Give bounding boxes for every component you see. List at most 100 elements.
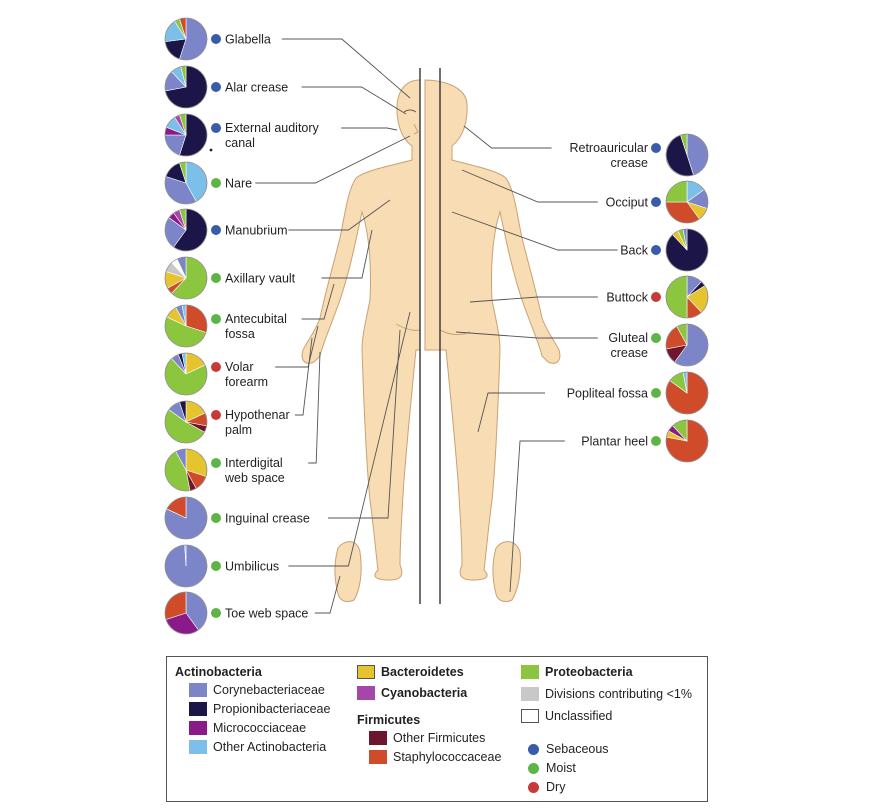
sebaceous-dot-icon	[528, 743, 539, 755]
buttock-pie	[665, 275, 709, 319]
umbilicus-pie	[164, 544, 208, 588]
left-foot-sole	[334, 541, 362, 603]
retroauricular-crease-sebaceous-dot-icon	[651, 143, 661, 153]
interdigital-web-space-label-line: Interdigital	[225, 456, 283, 470]
gluteal-crease-label-line: crease	[610, 346, 648, 360]
toe-web-space-pie-outline	[164, 591, 208, 635]
toe-web-space-leader-line	[314, 575, 341, 614]
site-popliteal-fossa: Popliteal fossa	[567, 371, 709, 415]
axillary-vault-moist-dot-icon	[211, 273, 221, 283]
antecubital-fossa-moist-dot-icon	[211, 314, 221, 324]
moist-dot-icon	[528, 762, 539, 774]
manubrium-pie-outline	[164, 208, 208, 252]
propionibacteriaceae-swatch	[189, 702, 207, 716]
volar-forearm-pie	[164, 352, 208, 396]
occiput-pie-outline	[665, 180, 709, 224]
corynebacteriaceae-swatch	[189, 683, 207, 697]
legend-minor-divisions-label: Divisions contributing <1%	[545, 687, 692, 701]
volar-forearm-leader-line	[275, 325, 319, 368]
gluteal-crease-label-line: Gluteal	[608, 331, 648, 345]
back-pie	[665, 228, 709, 272]
buttock-leader-line	[469, 296, 598, 303]
inguinal-crease-leader-line	[328, 329, 401, 519]
gluteal-crease-pie	[665, 323, 709, 367]
occiput-label-line: Occiput	[606, 196, 649, 210]
inguinal-crease-label-line: Inguinal crease	[225, 512, 310, 526]
legend-cyanobacteria-label: Cyanobacteria	[381, 686, 468, 700]
dry-dot-icon	[528, 781, 539, 793]
legend-staphylococcaceae: Staphylococcaceae	[369, 750, 501, 764]
inguinal-crease-pie-outline	[164, 496, 208, 540]
manubrium-leader-line	[288, 199, 391, 231]
nare-pie-outline	[164, 161, 208, 205]
legend-corynebacteriaceae: Corynebacteriaceae	[189, 683, 325, 697]
antecubital-fossa-pie	[164, 304, 208, 348]
external-auditory-canal-pie-outline	[164, 113, 208, 157]
plantar-heel-pie	[665, 419, 709, 463]
other-firmicutes-swatch	[369, 731, 387, 745]
legend-corynebacteriaceae-label: Corynebacteriaceae	[213, 683, 325, 697]
toe-web-space-pie	[164, 591, 208, 635]
groin-crease	[395, 323, 421, 331]
retroauricular-crease-label-line: Retroauricular	[569, 141, 648, 155]
manubrium-sebaceous-dot-icon	[211, 225, 221, 235]
volar-forearm-label-line: forearm	[225, 375, 268, 389]
plantar-heel-leader-line	[509, 440, 565, 593]
alar-crease-leader-line	[301, 86, 407, 115]
alar-crease-label-line: Alar crease	[225, 81, 288, 95]
gluteal-crease-leader-line	[455, 331, 598, 339]
legend-proteobacteria-label: Proteobacteria	[545, 665, 633, 679]
legend-moist: Moist	[525, 761, 576, 775]
hypothenar-palm-dry-dot-icon	[211, 410, 221, 420]
external-auditory-canal-label-line: External auditory	[225, 121, 320, 135]
umbilicus-label-line: Umbilicus	[225, 560, 279, 574]
axillary-vault-pie-outline	[164, 256, 208, 300]
external-auditory-canal-label-line: canal	[225, 136, 255, 150]
plantar-heel-pie-outline	[665, 419, 709, 463]
popliteal-fossa-moist-dot-icon	[651, 388, 661, 398]
back-sebaceous-dot-icon	[651, 245, 661, 255]
legend-dry-label: Dry	[546, 780, 566, 794]
legend-other-firmicutes-label: Other Firmicutes	[393, 731, 486, 745]
site-glabella: Glabella	[164, 17, 271, 61]
body-figure	[301, 68, 561, 604]
legend-cyanobacteria: Cyanobacteria	[357, 686, 467, 700]
gluteal-crease-pie-outline	[665, 323, 709, 367]
nare-moist-dot-icon	[211, 178, 221, 188]
back-leader-line	[451, 211, 618, 251]
site-toe-web-space: Toe web space	[164, 591, 308, 635]
glabella-label-line: Glabella	[225, 33, 271, 47]
legend-propionibacteriaceae: Propionibacteriaceae	[189, 702, 330, 716]
proteobacteria-swatch	[521, 665, 539, 679]
legend-other-actinobacteria-label: Other Actinobacteria	[213, 740, 327, 754]
buttock-pie-outline	[665, 275, 709, 319]
site-inguinal-crease: Inguinal crease	[164, 496, 310, 540]
legend-minor-divisions: Divisions contributing <1%	[521, 687, 692, 701]
axillary-vault-pie	[164, 256, 208, 300]
legend-bacteroidetes: Bacteroidetes	[357, 665, 464, 679]
alar-crease-sebaceous-dot-icon	[211, 82, 221, 92]
legend-firmicutes-heading: Firmicutes	[357, 713, 421, 727]
site-manubrium: Manubrium	[164, 208, 288, 252]
legend-proteobacteria: Proteobacteria	[521, 665, 633, 679]
volar-forearm-label-line: Volar	[225, 360, 254, 374]
other-actinobacteria-swatch	[189, 740, 207, 754]
legend-other-firmicutes: Other Firmicutes	[369, 731, 485, 745]
legend-staphylococcaceae-label: Staphylococcaceae	[393, 750, 502, 764]
legend-unclassified-label: Unclassified	[545, 709, 613, 723]
antecubital-fossa-leader-line	[301, 283, 335, 320]
cyanobacteria-swatch	[357, 686, 375, 700]
axillary-vault-leader-line	[321, 229, 373, 279]
interdigital-web-space-moist-dot-icon	[211, 458, 221, 468]
glabella-pie-outline	[164, 17, 208, 61]
right-foot-sole	[492, 541, 521, 603]
site-occiput: Occiput	[606, 180, 709, 224]
popliteal-fossa-label-line: Popliteal fossa	[567, 387, 648, 401]
nare-pie	[164, 161, 208, 205]
site-alar-crease: Alar crease	[164, 65, 288, 109]
unclassified-swatch	[521, 709, 539, 723]
interdigital-web-space-leader-line	[308, 351, 321, 464]
